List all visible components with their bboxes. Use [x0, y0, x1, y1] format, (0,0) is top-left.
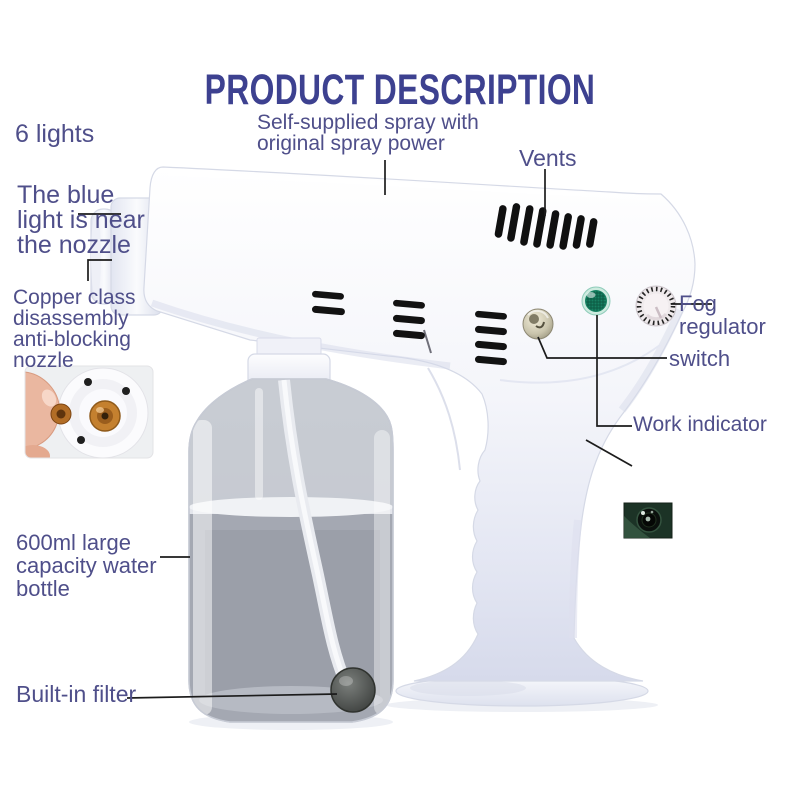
- work-indicator-led: [581, 286, 611, 316]
- power-jack-image: [623, 502, 673, 539]
- callout-switch: switch: [669, 346, 731, 371]
- callout-water-bottle: 600ml large capacity water bottle: [16, 530, 157, 602]
- stand-base: [395, 675, 649, 707]
- gun-body: [143, 166, 696, 682]
- callout-fog-regulator: Fog regulator: [679, 291, 766, 340]
- leader-power-jack: [585, 439, 633, 467]
- callout-built-in-filter: Built-in filter: [16, 681, 137, 707]
- callout-self-supplied-spray: Self-supplied spray with original spray …: [257, 111, 479, 155]
- leader-lines: [78, 160, 712, 699]
- leader-switch: [537, 336, 667, 359]
- switch-button: [522, 308, 554, 340]
- page-title: PRODUCT DESCRIPTION: [204, 65, 596, 114]
- water-surface: [189, 497, 393, 517]
- fog-regulator-knob: [635, 285, 677, 327]
- callout-copper-nozzle: Copper class disassembly anti-blocking n…: [13, 286, 136, 372]
- leader-filter: [126, 693, 338, 699]
- vents-slots: [494, 203, 598, 250]
- filter-ball: [330, 667, 376, 713]
- callout-vents: Vents: [519, 145, 577, 171]
- nozzle-inset-image: [24, 365, 154, 459]
- callout-work-indicator: Work indicator: [633, 413, 767, 436]
- callout-six-lights: 6 lights: [15, 120, 95, 148]
- side-grilles: [311, 290, 507, 366]
- water-bottle: [188, 378, 394, 723]
- leader-work-indicator: [596, 315, 632, 427]
- leader-copper-nozzle: [87, 259, 112, 281]
- callout-blue-light: The blue light is near the nozzle: [17, 181, 145, 259]
